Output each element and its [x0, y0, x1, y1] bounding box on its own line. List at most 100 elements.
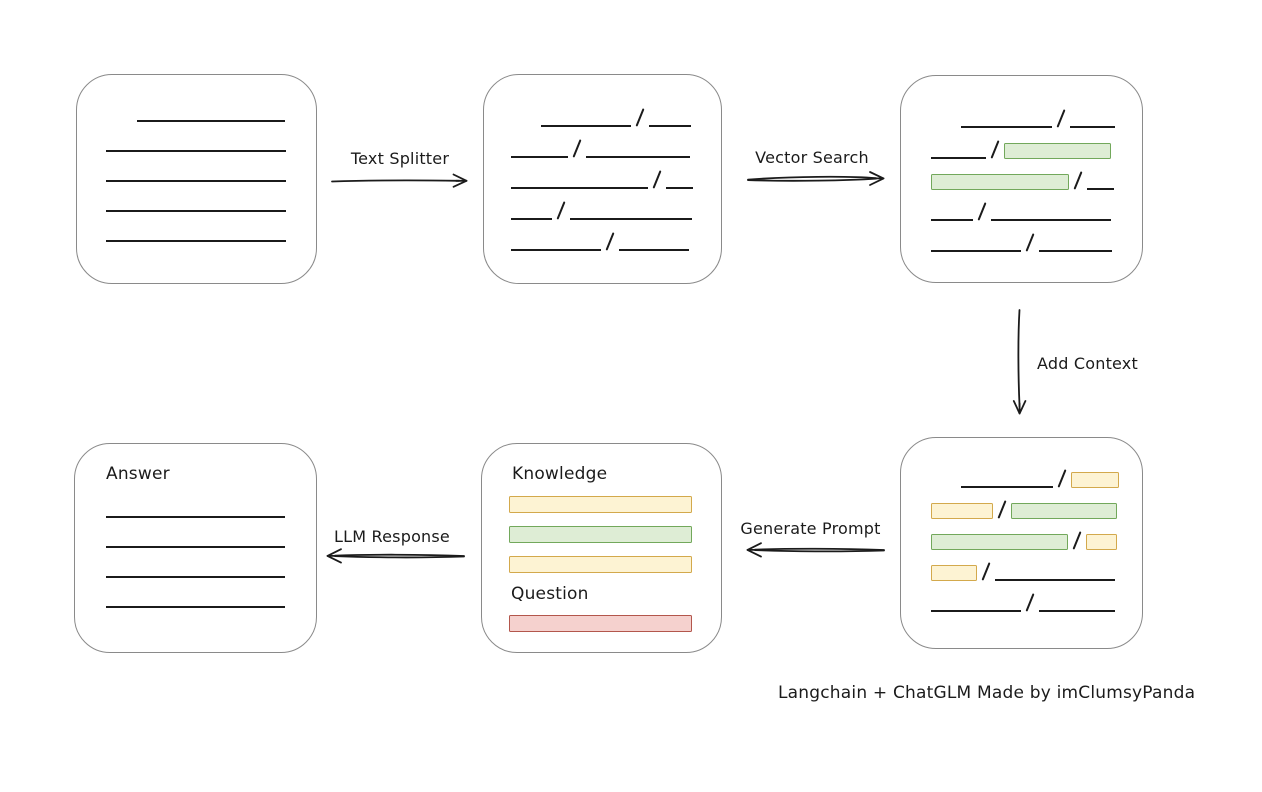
- slash-mark: [1026, 593, 1034, 612]
- question-bars: [509, 615, 692, 645]
- split-chunks-box: [483, 74, 722, 284]
- text-line: [106, 210, 286, 212]
- text-line: [511, 218, 552, 220]
- split-chunk-lines: [484, 75, 721, 251]
- text-line: [1039, 250, 1112, 252]
- text-line: [961, 486, 1053, 488]
- text-line: [106, 180, 286, 182]
- slash-mark: [978, 202, 986, 221]
- green-highlight-chip: [1011, 503, 1117, 519]
- slash-mark: [1057, 109, 1065, 128]
- text-row: [931, 488, 1142, 519]
- context-chunks-box: [900, 437, 1143, 649]
- text-line: [137, 120, 285, 122]
- text-line: [511, 249, 601, 251]
- text-row: [931, 519, 1142, 550]
- slash-mark: [998, 500, 1006, 519]
- text-row: [931, 581, 1142, 612]
- text-row: [106, 122, 316, 152]
- answer-lines: [75, 444, 316, 608]
- text-row: [511, 158, 721, 189]
- knowledge-label: Knowledge: [512, 464, 608, 484]
- yellow-highlight-chip: [931, 565, 977, 581]
- document-box: [76, 74, 317, 284]
- text-row: [106, 518, 316, 548]
- yellow-highlight-chip: [1086, 534, 1117, 550]
- text-row: [106, 182, 316, 212]
- slash-mark: [1026, 233, 1034, 252]
- text-line: [649, 125, 691, 127]
- slash-mark: [606, 232, 614, 251]
- text-row: [511, 220, 721, 251]
- credit-text: Langchain + ChatGLM Made by imClumsyPand…: [778, 683, 1196, 703]
- text-row: [509, 526, 692, 556]
- text-line: [619, 249, 689, 251]
- text-row: [511, 189, 721, 220]
- slash-mark: [982, 562, 990, 581]
- llm-response-label: LLM Response: [334, 527, 450, 546]
- yellow-highlight-chip: [509, 496, 692, 513]
- yellow-highlight-chip: [1071, 472, 1119, 488]
- text-line: [995, 579, 1115, 581]
- text-line: [106, 240, 286, 242]
- answer-box: Answer: [74, 443, 317, 653]
- knowledge-bars: [509, 496, 692, 586]
- text-row: [106, 212, 316, 242]
- text-row: [106, 578, 316, 608]
- text-row: [931, 190, 1142, 221]
- slash-mark: [636, 108, 644, 127]
- text-line: [991, 219, 1111, 221]
- text-row: [931, 550, 1142, 581]
- text-line: [961, 126, 1052, 128]
- text-line: [931, 157, 986, 159]
- green-highlight-chip: [1004, 143, 1111, 159]
- green-highlight-chip: [931, 534, 1068, 550]
- slash-mark: [1073, 531, 1081, 550]
- text-splitter-arrow-icon: [331, 173, 468, 188]
- text-line: [541, 125, 631, 127]
- text-row: [509, 556, 692, 586]
- text-row: [509, 496, 692, 526]
- red-highlight-chip: [509, 615, 692, 632]
- slash-mark: [991, 140, 999, 159]
- vector-match-lines: [901, 76, 1142, 252]
- slash-mark: [1074, 171, 1082, 190]
- text-row: [931, 97, 1142, 128]
- text-line: [106, 516, 285, 518]
- text-row: [106, 152, 316, 182]
- text-line: [106, 606, 285, 608]
- slash-mark: [557, 201, 565, 220]
- llm-response-arrow-icon: [326, 548, 465, 564]
- text-row: [106, 92, 316, 122]
- text-row: [931, 457, 1142, 488]
- text-row: [106, 548, 316, 578]
- answer-label: Answer: [106, 464, 170, 484]
- generate-prompt-label: Generate Prompt: [740, 519, 881, 538]
- text-row: [931, 128, 1142, 159]
- text-line: [1070, 126, 1115, 128]
- text-row: [509, 615, 692, 645]
- text-line: [570, 218, 692, 220]
- text-row: [106, 488, 316, 518]
- green-highlight-chip: [931, 174, 1069, 190]
- text-line: [511, 156, 568, 158]
- text-line: [1087, 188, 1114, 190]
- text-row: [511, 96, 721, 127]
- text-row: [931, 159, 1142, 190]
- text-line: [931, 610, 1021, 612]
- context-chunk-lines: [901, 438, 1142, 612]
- green-highlight-chip: [509, 526, 692, 543]
- add-context-arrow-icon: [1012, 309, 1027, 415]
- question-label: Question: [511, 584, 589, 604]
- vector-matches-box: [900, 75, 1143, 283]
- yellow-highlight-chip: [509, 556, 692, 573]
- vector-search-label: Vector Search: [755, 148, 869, 167]
- document-lines: [77, 75, 316, 242]
- text-line: [1039, 610, 1115, 612]
- slash-mark: [573, 139, 581, 158]
- text-line: [511, 187, 648, 189]
- slash-mark: [653, 170, 661, 189]
- text-line: [931, 219, 973, 221]
- text-row: [511, 127, 721, 158]
